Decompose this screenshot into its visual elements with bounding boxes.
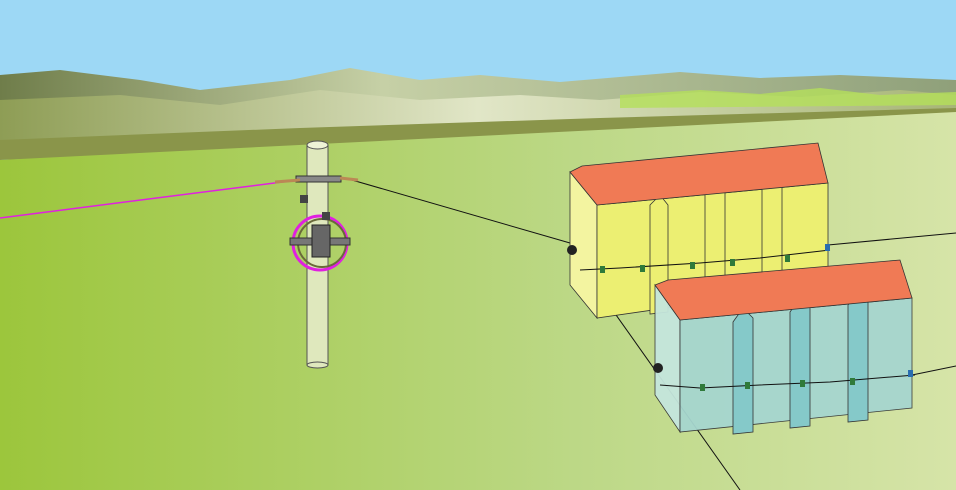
pole-bracket-top (274, 175, 359, 184)
cable-clamps (567, 244, 913, 391)
service-cable (0, 180, 291, 219)
building-teal[interactable] (654, 259, 916, 435)
roof (654, 259, 913, 321)
hills (0, 68, 956, 160)
facade-cable (659, 374, 916, 389)
roof (569, 142, 829, 206)
overhead-cable (344, 177, 571, 244)
pole-distribution-ring (289, 195, 351, 272)
facade-cable (579, 249, 831, 271)
utility-pole[interactable] (274, 140, 359, 369)
